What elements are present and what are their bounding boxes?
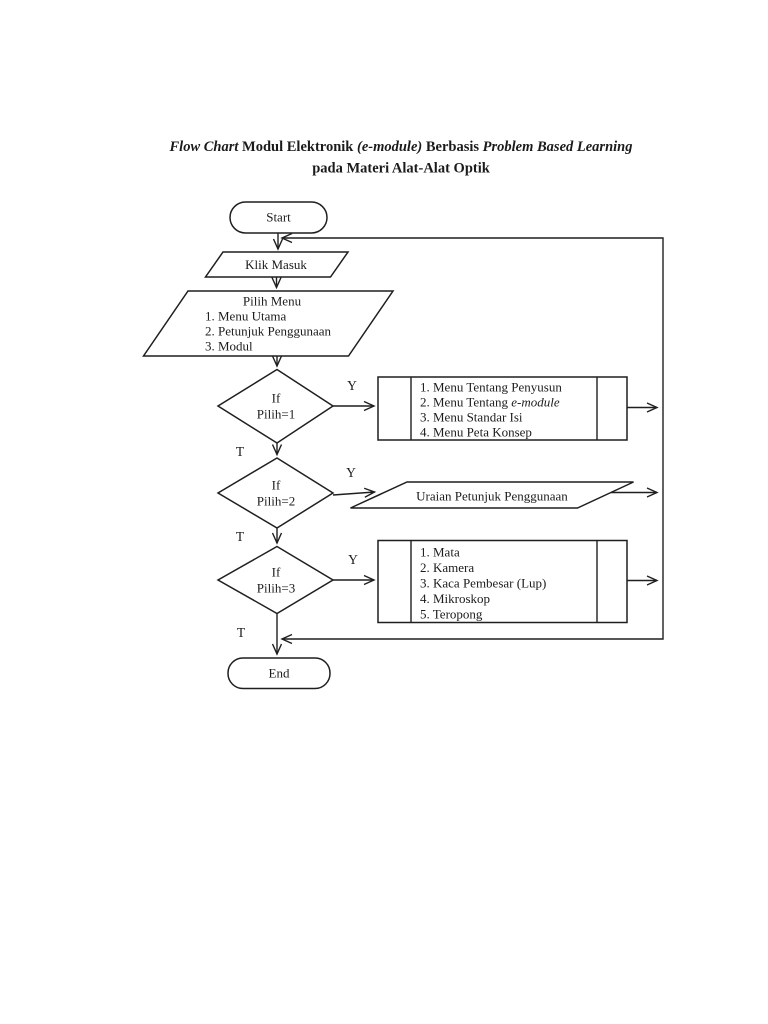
klik-masuk-parallelogram: Klik Masuk bbox=[204, 251, 350, 278]
alat-optik-item-4: 4. Mikroskop bbox=[420, 591, 490, 606]
menu-tentang-shape bbox=[377, 376, 628, 441]
decision-if-pilih-1: If Pilih=1 bbox=[216, 368, 335, 444]
pilih-menu-parallelogram: Pilih Menu 1. Menu Utama 2. Petunjuk Pen… bbox=[142, 290, 395, 357]
diagram-title-line2: pada Materi Alat-Alat Optik bbox=[312, 161, 491, 177]
klik-masuk-label: Klik Masuk bbox=[245, 257, 307, 272]
start-terminator: Start bbox=[229, 201, 328, 234]
uraian-parallelogram: Uraian Petunjuk Penggunaan bbox=[350, 481, 634, 509]
end-terminator: End bbox=[227, 657, 331, 690]
decision1-line2: Pilih=1 bbox=[257, 407, 295, 422]
edge-decision2-yes bbox=[332, 487, 377, 498]
decision1-line1: If bbox=[272, 391, 281, 406]
decision-if-pilih-3: If Pilih=3 bbox=[216, 545, 335, 615]
decision2-line2: Pilih=2 bbox=[257, 494, 295, 509]
menu-tentang-process-box: 1. Menu Tentang Penyusun 2. Menu Tentang… bbox=[377, 376, 628, 441]
pilih-menu-shape bbox=[142, 290, 395, 357]
uraian-shape bbox=[350, 481, 634, 509]
label-yes-1: Y bbox=[347, 378, 357, 393]
decision3-line1: If bbox=[272, 565, 281, 580]
pilih-menu-item-3: 3. Modul bbox=[205, 339, 253, 354]
menu-tentang-item-4: 4. Menu Peta Konsep bbox=[420, 425, 532, 440]
alat-optik-shape bbox=[377, 539, 628, 624]
label-no-2: T bbox=[236, 529, 245, 544]
start-label: Start bbox=[266, 210, 291, 225]
menu-tentang-item-1: 1. Menu Tentang Penyusun bbox=[420, 380, 562, 395]
pilih-menu-item-2: 2. Petunjuk Penggunaan bbox=[205, 324, 332, 339]
end-label: End bbox=[269, 666, 290, 681]
return-rail bbox=[280, 232, 664, 645]
alat-optik-item-1: 1. Mata bbox=[420, 545, 460, 560]
menu-tentang-item-2: 2. Menu Tentang e-module bbox=[420, 395, 560, 410]
label-no-3: T bbox=[237, 625, 246, 640]
alat-optik-item-3: 3. Kaca Pembesar (Lup) bbox=[420, 576, 546, 591]
uraian-label: Uraian Petunjuk Penggunaan bbox=[416, 489, 568, 504]
label-no-1: T bbox=[236, 444, 245, 459]
label-yes-3: Y bbox=[348, 552, 358, 567]
alat-optik-process-box: 1. Mata 2. Kamera 3. Kaca Pembesar (Lup)… bbox=[377, 539, 628, 624]
decision-if-pilih-2: If Pilih=2 bbox=[216, 457, 335, 529]
decision3-line2: Pilih=3 bbox=[257, 581, 295, 596]
alat-optik-item-2: 2. Kamera bbox=[420, 560, 474, 575]
end-shape bbox=[227, 657, 331, 690]
menu-tentang-item-3: 3. Menu Standar Isi bbox=[420, 410, 523, 425]
pilih-menu-heading: Pilih Menu bbox=[243, 294, 302, 309]
alat-optik-item-5: 5. Teropong bbox=[420, 607, 483, 622]
decision2-line1: If bbox=[272, 478, 281, 493]
klik-masuk-shape bbox=[204, 251, 350, 278]
diagram-title-line1: Flow Chart Modul Elektronik (e-module) B… bbox=[169, 139, 633, 155]
label-yes-2: Y bbox=[346, 465, 356, 480]
pilih-menu-item-1: 1. Menu Utama bbox=[205, 309, 286, 324]
